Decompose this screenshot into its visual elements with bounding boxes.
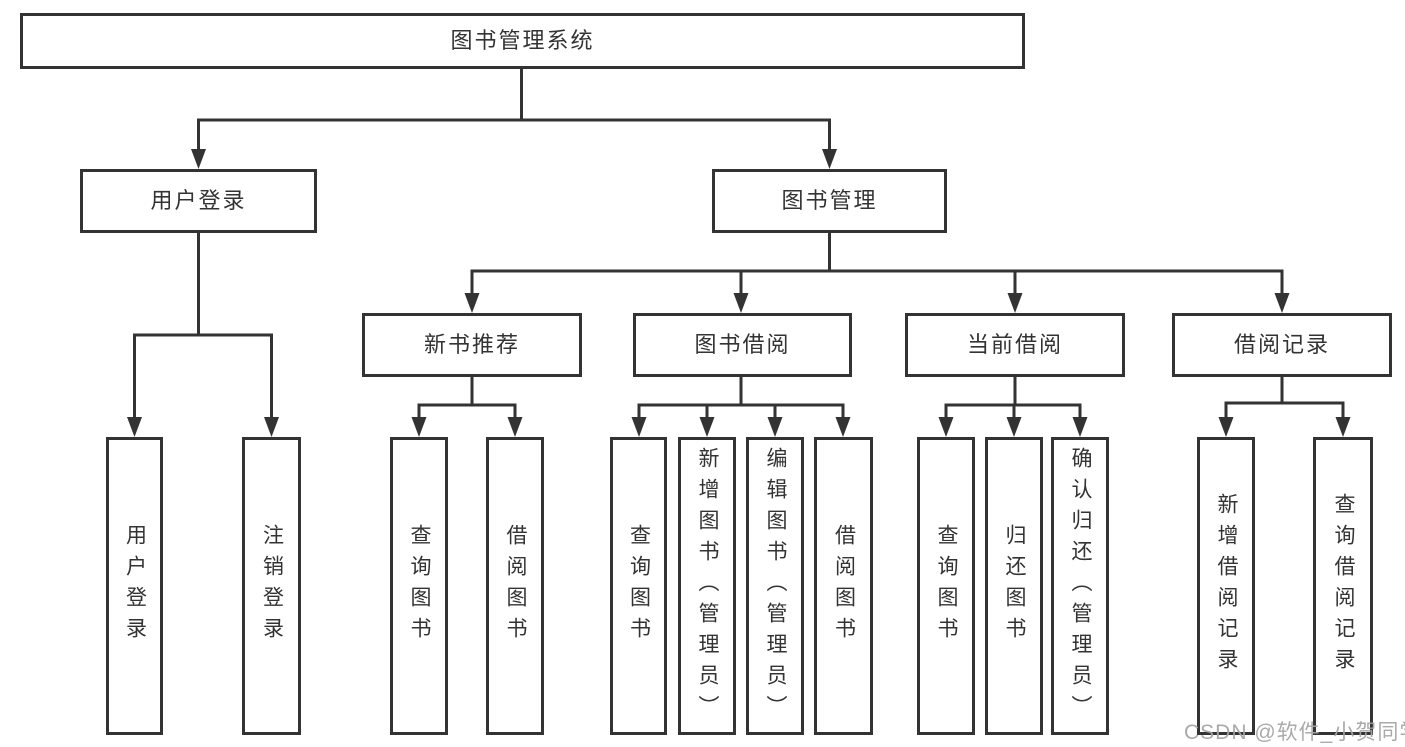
- arrowhead-rec-borrow-leaf: [507, 417, 523, 437]
- node-user-login: 用户登录: [80, 169, 317, 233]
- leaf-edit-books-admin: 编辑图书（管理员）: [746, 437, 804, 735]
- node-book-borrow: 图书借阅: [633, 313, 852, 377]
- arrowhead-user-login: [191, 149, 206, 169]
- arrowhead-current-confirm-leaf: [1072, 417, 1088, 437]
- leaf-logout-label: 注销登录: [260, 524, 284, 648]
- leaf-query-borrow-record: 查询借阅记录: [1313, 437, 1373, 735]
- connector-new-book-rec-to-leaves: [417, 375, 517, 421]
- node-library-system-label: 图书管理系统: [450, 28, 595, 53]
- arrowhead-records-add-leaf: [1218, 417, 1234, 437]
- arrowhead-borrow-borrow-leaf: [835, 417, 851, 437]
- arrowhead-borrow-records: [1274, 293, 1290, 313]
- leaf-borrow-books: 借阅图书: [814, 437, 873, 735]
- leaf-rec-query-books: 查询图书: [390, 437, 448, 735]
- node-book-management: 图书管理: [712, 169, 947, 233]
- leaf-add-books-admin: 新增图书（管理员）: [678, 437, 736, 735]
- arrowhead-new-book-rec: [464, 293, 480, 313]
- arrowhead-borrow-add-leaf: [699, 417, 715, 437]
- leaf-add-borrow-record-label: 新增借阅记录: [1215, 493, 1239, 679]
- connector-current-borrow-to-leaves: [944, 375, 1082, 421]
- node-borrow-records-label: 借阅记录: [1233, 332, 1330, 357]
- arrowhead-records-query-leaf: [1335, 417, 1351, 437]
- node-current-borrow: 当前借阅: [905, 313, 1125, 377]
- arrowhead-logout-leaf: [264, 417, 279, 437]
- arrowhead-current-borrow: [1007, 293, 1023, 313]
- leaf-return-books: 归还图书: [985, 437, 1043, 735]
- csdn-watermark: CSDN @软件_小贺同学: [1184, 721, 1405, 744]
- leaf-add-books-admin-label: 新增图书（管理员）: [696, 446, 720, 726]
- arrowhead-borrow-edit-leaf: [767, 417, 783, 437]
- leaf-user-login-label: 用户登录: [123, 524, 147, 648]
- arrowhead-book-management: [822, 149, 837, 169]
- connector-borrow-records-to-leaves: [1224, 375, 1345, 421]
- arrowhead-login-leaf: [127, 417, 142, 437]
- node-user-login-label: 用户登录: [150, 188, 247, 213]
- leaf-user-login: 用户登录: [106, 437, 163, 735]
- leaf-add-borrow-record: 新增借阅记录: [1197, 437, 1255, 735]
- leaf-rec-borrow-books-label: 借阅图书: [504, 524, 528, 648]
- leaf-current-query-books: 查询图书: [917, 437, 975, 735]
- leaf-edit-books-admin-label: 编辑图书（管理员）: [764, 446, 788, 726]
- connector-book-borrow-to-leaves: [637, 375, 845, 421]
- connector-book-management-to-level3: [470, 231, 1284, 297]
- leaf-borrow-books-label: 借阅图书: [832, 524, 856, 648]
- leaf-borrow-query-books: 查询图书: [610, 437, 667, 735]
- node-book-borrow-label: 图书借阅: [694, 332, 791, 357]
- arrowhead-current-return-leaf: [1006, 417, 1022, 437]
- leaf-confirm-return-admin: 确认归还（管理员）: [1051, 437, 1109, 735]
- leaf-borrow-query-books-label: 查询图书: [627, 524, 651, 648]
- connector-user-login-to-leaves: [133, 231, 273, 421]
- node-book-management-label: 图书管理: [781, 188, 878, 213]
- arrowhead-borrow-query-leaf: [631, 417, 647, 437]
- leaf-rec-query-books-label: 查询图书: [408, 524, 432, 648]
- leaf-rec-borrow-books: 借阅图书: [486, 437, 544, 735]
- arrowhead-book-borrow: [733, 293, 749, 313]
- node-new-book-recommend: 新书推荐: [362, 313, 582, 377]
- leaf-logout: 注销登录: [242, 437, 301, 735]
- leaf-confirm-return-admin-label: 确认归还（管理员）: [1069, 446, 1093, 726]
- node-new-book-recommend-label: 新书推荐: [423, 332, 520, 357]
- leaf-return-books-label: 归还图书: [1003, 524, 1027, 648]
- leaf-query-borrow-record-label: 查询借阅记录: [1332, 493, 1356, 679]
- node-current-borrow-label: 当前借阅: [966, 332, 1063, 357]
- node-library-system: 图书管理系统: [20, 13, 1025, 69]
- leaf-current-query-books-label: 查询图书: [935, 524, 959, 648]
- node-borrow-records: 借阅记录: [1172, 313, 1392, 377]
- connector-root-to-level2: [197, 67, 831, 153]
- arrowhead-rec-query-leaf: [411, 417, 427, 437]
- arrowhead-current-query-leaf: [938, 417, 954, 437]
